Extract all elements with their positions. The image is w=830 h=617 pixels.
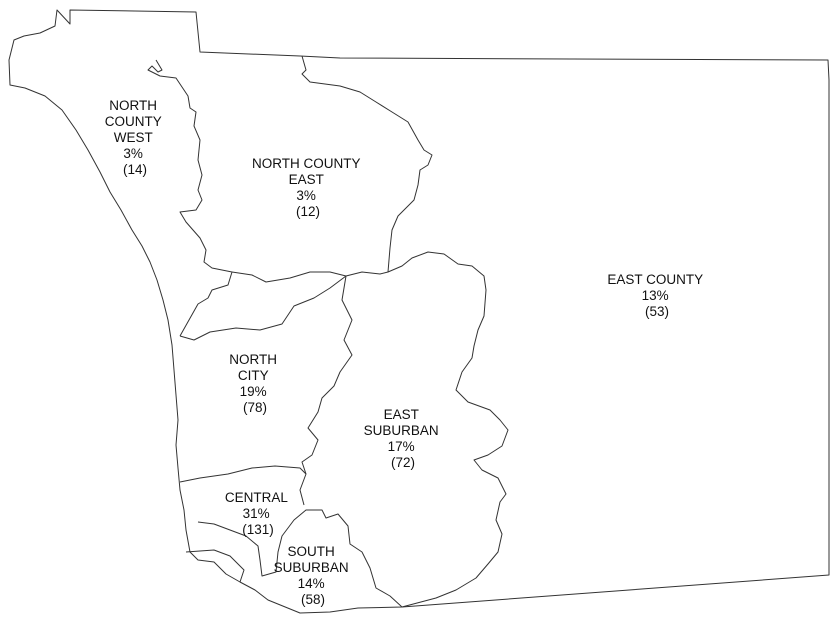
north-city-east-boundary — [299, 275, 353, 506]
central-north-boundary — [179, 465, 307, 483]
east-suburban-north-boundary — [231, 251, 509, 608]
region-label-south-suburban: SOUTH SUBURBAN 14% (58) — [274, 544, 353, 607]
central-south-boundary — [197, 509, 403, 608]
region-label-east-county: EAST COUNTY 13% (53) — [607, 272, 706, 319]
north-city-west-boundary — [179, 275, 347, 341]
region-label-central: CENTRAL 31% (131) — [225, 490, 291, 537]
county-outline — [8, 9, 830, 614]
region-label-east-suburban: EAST SUBURBAN 17% (72) — [364, 407, 443, 470]
north-county-east-boundary — [301, 55, 433, 273]
north-county-west-boundary — [147, 59, 233, 337]
region-label-north-county-east: NORTH COUNTY EAST 3% (12) — [252, 156, 364, 219]
region-label-north-city: NORTH CITY 19% (78) — [229, 352, 281, 415]
coast-bay — [185, 549, 245, 583]
region-label-north-county-west: NORTH COUNTY WEST 3% (14) — [105, 98, 166, 177]
